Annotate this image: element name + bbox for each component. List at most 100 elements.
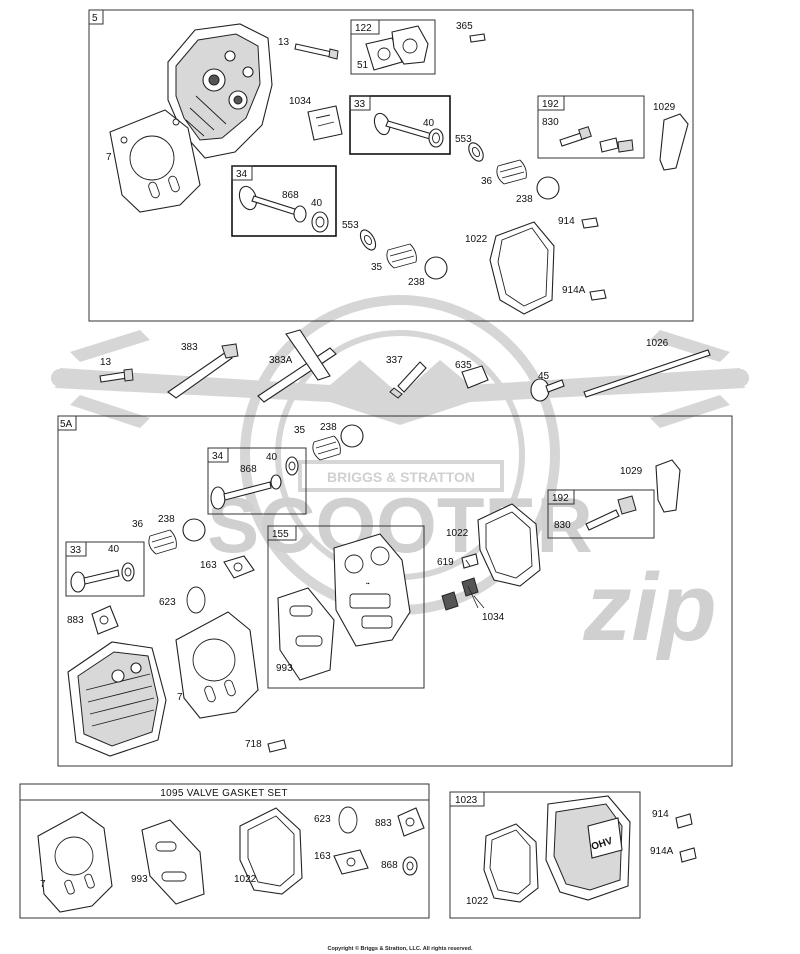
part-163-set xyxy=(333,849,369,875)
section-label: 5 xyxy=(92,13,98,24)
part-label: 35 xyxy=(294,425,306,436)
valve-cover-panel: 1023 OHV xyxy=(449,791,641,919)
part-label: 914 xyxy=(558,216,575,227)
part-label: 868 xyxy=(240,464,257,475)
valve-spring-35 xyxy=(386,243,417,269)
valve-cover: OHV xyxy=(545,795,631,901)
part-label: 623 xyxy=(159,597,176,608)
panel-label: 1023 xyxy=(455,795,478,806)
panel-title: 1095 VALVE GASKET SET xyxy=(160,788,287,799)
subbox-label: 34 xyxy=(212,451,224,462)
part-label: 1022 xyxy=(446,528,469,539)
watermark-brand: BRIGGS & STRATTON xyxy=(327,469,475,485)
part-label: 7 xyxy=(177,692,183,703)
part-label: 51 xyxy=(357,60,369,71)
part-label: 40 xyxy=(266,452,278,463)
exhaust-valve-group-5a: 33 xyxy=(65,541,145,597)
part-label: 238 xyxy=(516,194,533,205)
gasket-kit-155: 155 ▪▪ xyxy=(267,525,425,689)
part-868-set xyxy=(402,856,418,876)
part-label: 914 xyxy=(652,809,669,820)
part-label: 7 xyxy=(40,879,46,890)
section-label: 5A xyxy=(60,419,73,430)
spark-plug xyxy=(397,361,427,393)
part-label: 238 xyxy=(158,514,175,525)
valve-cap-b xyxy=(424,256,448,280)
o-ring-623 xyxy=(186,586,206,614)
part-label: 1034 xyxy=(289,96,312,107)
decal-1034 xyxy=(307,105,343,141)
part-label: 36 xyxy=(132,519,144,530)
part-label: 383A xyxy=(269,355,293,366)
part-label: 718 xyxy=(245,739,262,750)
valve-spring-5a xyxy=(312,435,341,461)
subbox-label: 155 xyxy=(272,529,289,540)
section-5: 5 xyxy=(88,9,694,322)
subbox-label: 122 xyxy=(355,23,372,34)
subbox-label: 33 xyxy=(70,545,82,556)
valve-gasket-set: 1095 VALVE GASKET SET xyxy=(19,783,430,919)
part-label: 883 xyxy=(67,615,84,626)
intake-group: 122 xyxy=(350,19,436,75)
clips-1034 xyxy=(441,577,479,611)
part-883 xyxy=(91,605,119,635)
screw-914 xyxy=(581,217,599,229)
part-163 xyxy=(223,555,255,579)
retainer-553b xyxy=(359,229,377,251)
leader-lines xyxy=(465,559,485,609)
cover-gasket-5a xyxy=(477,503,541,587)
part-883-set xyxy=(397,807,425,837)
screw-914A xyxy=(589,289,607,301)
part-label: 13 xyxy=(278,37,290,48)
gasket-mark: ▪▪ xyxy=(366,581,370,587)
valve-cap-238d xyxy=(182,518,206,542)
part-label: 830 xyxy=(554,520,571,531)
subbox-label: 33 xyxy=(354,99,366,110)
retainer-553 xyxy=(468,142,484,162)
cylinder-head xyxy=(167,23,273,159)
part-label: 1022 xyxy=(466,896,489,907)
part-label: 1026 xyxy=(646,338,669,349)
stud-group-5a: 192 xyxy=(547,489,655,539)
stud-365 xyxy=(469,33,486,43)
part-label: 830 xyxy=(542,117,559,128)
push-rod xyxy=(583,349,711,398)
part-label: 1022 xyxy=(234,874,257,885)
intake-valve-group: 34 xyxy=(231,165,337,237)
subbox-label: 192 xyxy=(552,493,569,504)
part-label: 365 xyxy=(456,21,473,32)
part-label: 868 xyxy=(381,860,398,871)
part-label: 13 xyxy=(100,357,112,368)
section-5A: 5A 34 192 xyxy=(57,415,733,767)
copyright: Copyright © Briggs & Stratton, LLC. All … xyxy=(327,945,473,952)
rocker-arm-5a xyxy=(655,459,681,513)
head-gasket xyxy=(109,109,201,213)
rocker-arm xyxy=(659,113,689,171)
loose-parts xyxy=(99,329,711,403)
cover-gasket-1023 xyxy=(483,823,539,903)
head-gasket-set xyxy=(37,811,113,913)
cover-gasket xyxy=(489,221,555,315)
part-label: 36 xyxy=(481,176,493,187)
part-label: 1034 xyxy=(482,612,505,623)
valve-spring xyxy=(496,159,527,185)
part-label: 163 xyxy=(200,560,217,571)
part-label: 553 xyxy=(455,134,472,145)
valve-cap xyxy=(536,176,560,200)
watermark-script: zip xyxy=(582,554,716,661)
lever-383 xyxy=(167,351,233,399)
part-label: 383 xyxy=(181,342,198,353)
subbox-label: 192 xyxy=(542,99,559,110)
part-label: 553 xyxy=(342,220,359,231)
part-label: 40 xyxy=(423,118,435,129)
part-label: 45 xyxy=(538,371,550,382)
stud-group: 192 xyxy=(537,95,645,159)
part-labels: 13 365 51 1034 40 830 1029 553 7 36 238 … xyxy=(40,21,676,907)
cylinder-head-5a xyxy=(67,641,167,757)
head-bolt xyxy=(294,43,339,60)
part-45 xyxy=(530,378,550,402)
o-ring-set xyxy=(338,806,358,834)
valve-spring-36b xyxy=(148,529,177,555)
gasket-993-set xyxy=(141,819,205,905)
